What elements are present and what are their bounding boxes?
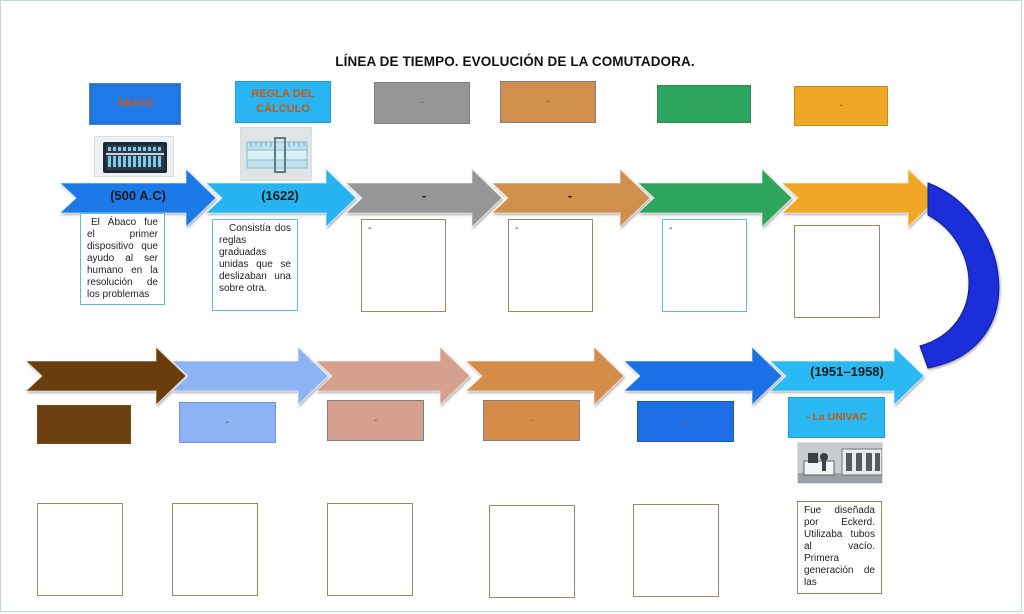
label-box-5: - (657, 85, 751, 123)
abacus-image (94, 136, 174, 177)
timeline-arrow-bottom-1 (24, 345, 187, 407)
timeline-arrow-top-2 (204, 167, 357, 229)
univac-image (797, 442, 883, 484)
note-box-9 (327, 503, 413, 596)
curved-connector-arrow (919, 182, 1000, 369)
year-label-2: (1622) (261, 188, 299, 203)
note-box-abaco: El Ábaco fue el primer dispositivo que a… (80, 213, 165, 305)
note-box-univac: Fue diseñada por Eckerd. Utilizaba tubos… (797, 501, 882, 594)
label-box-7 (37, 405, 131, 444)
label-box-8: - (179, 402, 276, 443)
timeline-arrow-top-4 (490, 167, 651, 229)
label-box-3: - (374, 82, 470, 124)
label-box-regla-del-calculo: REGLA DEL CÁLCULO (235, 81, 331, 123)
label-box-univac: - La UNIVAC (788, 397, 885, 438)
timeline-arrow-top-6 (780, 167, 939, 229)
label-box-abaco: ÁBACO (89, 83, 181, 125)
timeline-arrow-top-3 (344, 167, 503, 229)
timeline-arrow-bottom-5 (622, 345, 783, 407)
timeline-arrow-bottom-2 (170, 345, 329, 407)
year-label-3: - (421, 188, 427, 203)
note-box-5: - (662, 219, 747, 312)
note-box-8 (172, 503, 258, 596)
note-box-6 (794, 225, 880, 318)
timeline-arrow-top-1 (58, 167, 217, 229)
note-box-4: - (508, 219, 593, 312)
abacus-icon (95, 137, 173, 176)
univac-computer-icon (798, 443, 882, 483)
label-box-9: - (327, 400, 424, 441)
label-box-11: - (637, 401, 734, 442)
label-box-10: - (483, 400, 580, 441)
timeline-arrow-top-5 (636, 167, 793, 229)
timeline-arrow-bottom-3 (314, 345, 471, 407)
timeline-arrow-bottom-4 (464, 345, 625, 407)
page-title: LÍNEA DE TIEMPO. EVOLUCIÓN DE LA COMUTAD… (335, 54, 695, 69)
slide-rule-image (240, 127, 312, 181)
note-box-regla-del-calculo: Consistía dos reglas graduadas unidas qu… (212, 219, 298, 311)
label-box-4: - (500, 81, 596, 123)
year-label-4: - (567, 188, 573, 203)
note-box-3: - (361, 219, 446, 312)
label-box-6: - (794, 86, 888, 126)
slide-rule-icon (241, 128, 311, 180)
note-box-7 (37, 503, 123, 596)
year-label-1: (500 A.C) (110, 188, 166, 203)
note-box-11 (633, 504, 719, 597)
year-label-univac: (1951–1958) (810, 364, 884, 379)
timeline-arrow-bottom-6 (768, 345, 925, 407)
note-box-10 (489, 505, 575, 598)
